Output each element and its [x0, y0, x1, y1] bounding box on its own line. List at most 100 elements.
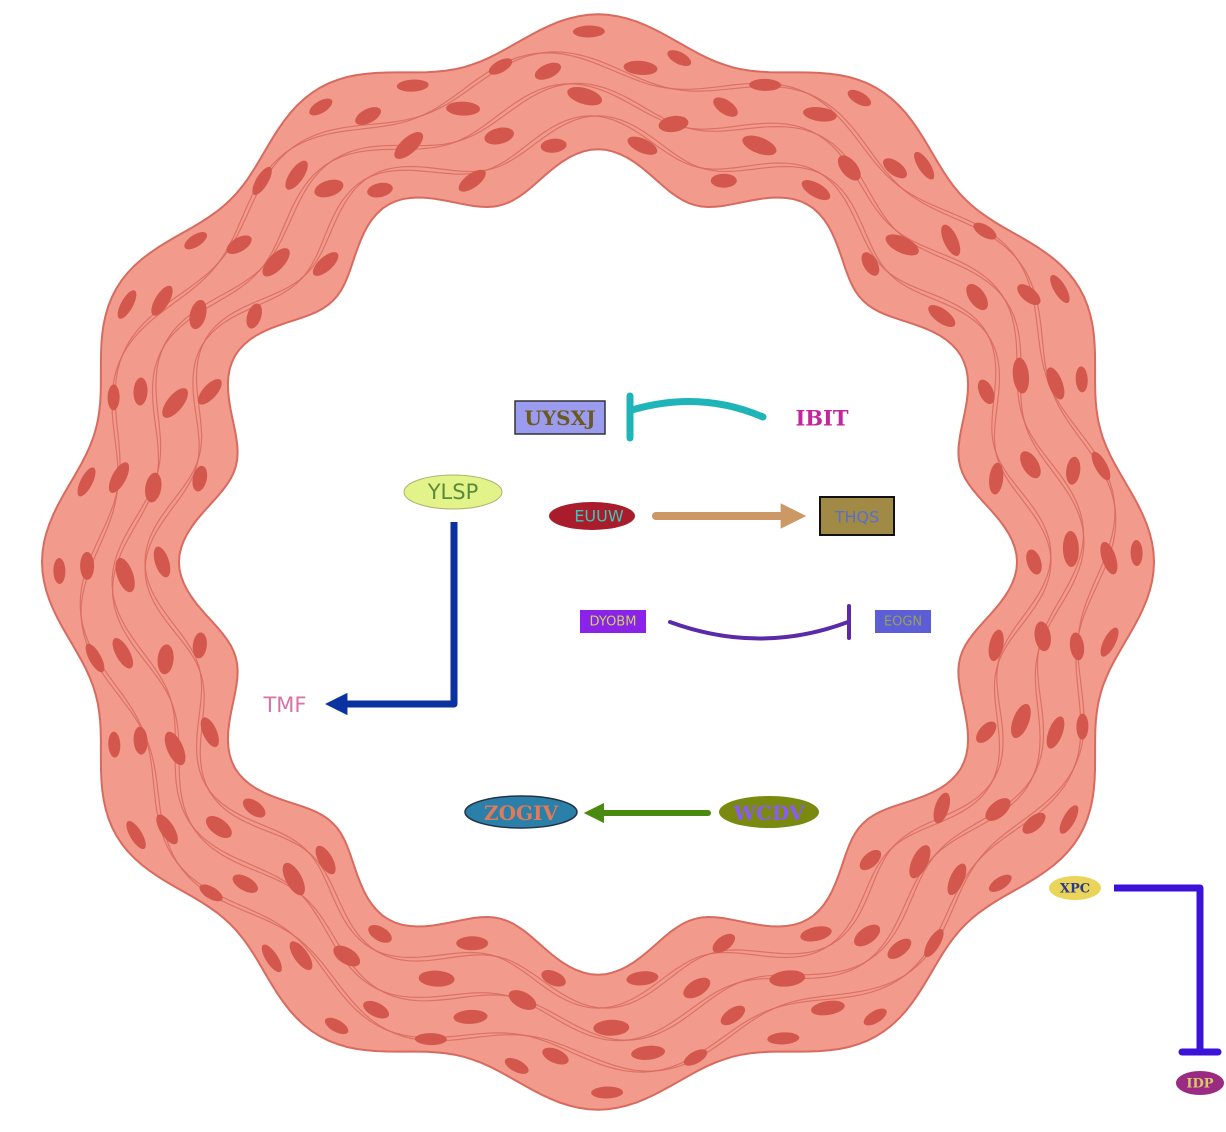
cell-nucleus: [1020, 451, 1041, 479]
cell-nucleus: [1046, 716, 1065, 749]
cell-nucleus: [484, 127, 514, 145]
cell-nucleus: [837, 155, 861, 181]
cell-nucleus: [333, 945, 361, 967]
cell-nucleus: [1011, 703, 1031, 739]
node-ellipse: [403, 474, 503, 510]
cell-nucleus: [887, 938, 912, 959]
node-dyobm: DYOBM: [580, 610, 646, 633]
cell-nucleus: [396, 79, 429, 92]
cell-nucleus: [924, 929, 944, 958]
cell-nucleus: [153, 546, 171, 578]
cell-nucleus: [914, 151, 935, 180]
cell-nucleus: [394, 132, 424, 159]
cell-nucleus: [261, 944, 282, 973]
cell-nucleus: [977, 379, 995, 405]
cell-nucleus: [197, 379, 222, 405]
cell-nucleus: [282, 862, 305, 896]
cell-nucleus: [418, 970, 455, 987]
node-ellipse: [1049, 876, 1101, 900]
cell-nucleus: [933, 792, 951, 824]
cell-nucleus: [85, 643, 105, 673]
cell-nucleus: [1026, 549, 1042, 575]
edge-ibit-uysxj: [626, 392, 767, 442]
cell-nucleus: [363, 1000, 390, 1019]
cell-nucleus: [156, 814, 178, 845]
cell-nucleus: [1100, 541, 1118, 575]
node-ellipse: [1176, 1071, 1224, 1095]
node-label: IDP: [1186, 1077, 1213, 1092]
cell-nucleus: [199, 884, 223, 902]
cell-nucleus: [567, 86, 603, 106]
cell-nucleus: [859, 849, 882, 871]
cell-nucleus: [133, 377, 148, 406]
cell-nucleus: [593, 1019, 630, 1036]
cell-nucleus: [1075, 366, 1088, 393]
node-thqs: THQS: [819, 496, 895, 536]
node-label: IBIT: [795, 406, 848, 431]
cell-nucleus: [145, 472, 162, 503]
cell-nucleus: [623, 60, 658, 76]
cell-nucleus: [883, 158, 907, 179]
cell-nucleus: [909, 845, 931, 879]
cell-nucleus: [117, 290, 137, 319]
cell-nucleus: [591, 1086, 624, 1099]
node-zogiv: ZOGIV: [464, 795, 578, 829]
node-box: [580, 610, 646, 633]
cell-nucleus: [133, 726, 148, 755]
cell-nucleus: [488, 58, 513, 75]
cell-nucleus: [315, 845, 336, 875]
cell-nucleus: [988, 629, 1004, 662]
cell-nucleus: [720, 1005, 746, 1026]
cell-nucleus: [572, 25, 605, 38]
cell-nucleus: [976, 721, 997, 743]
cell-nucleus: [252, 166, 272, 195]
cell-nucleus: [205, 815, 232, 839]
cell-nucleus: [164, 731, 186, 766]
cell-nucleus: [658, 115, 689, 133]
node-label: EOGN: [884, 615, 922, 630]
cell-nucleus: [285, 160, 308, 190]
node-euuw: EUUW: [549, 502, 635, 530]
node-label: YLSP: [427, 480, 479, 504]
cell-nucleus: [626, 971, 659, 986]
cell-nucleus: [1046, 367, 1065, 400]
node-box: [875, 610, 931, 633]
edge-dyobm-eogn: [668, 604, 851, 641]
cell-nucleus: [847, 89, 872, 107]
cell-nucleus: [192, 465, 208, 492]
inhibition-line: [668, 620, 850, 641]
cell-nucleus: [151, 285, 173, 316]
cell-nucleus: [1066, 456, 1081, 485]
cell-nucleus: [1022, 812, 1046, 834]
cell-nucleus: [966, 283, 988, 311]
cell-nucleus: [162, 388, 189, 418]
edge-ylsp-tmf: [325, 522, 458, 716]
cell-nucleus: [985, 798, 1011, 821]
cell-nucleus: [1059, 805, 1079, 834]
node-ellipse: [719, 796, 819, 828]
node-ibit: IBIT: [795, 406, 848, 431]
cell-nucleus: [885, 234, 919, 256]
node-label: TMF: [262, 693, 306, 717]
cell-nucleus: [710, 173, 737, 188]
cell-nucleus: [312, 252, 339, 276]
cell-nucleus: [854, 924, 881, 947]
inhibition-line: [628, 397, 767, 421]
cell-nucleus: [368, 925, 392, 943]
cell-nucleus: [309, 98, 333, 116]
cell-nucleus: [200, 717, 219, 748]
cell-nucleus: [801, 180, 831, 201]
node-ellipse: [549, 502, 635, 530]
node-label: DYOBM: [590, 615, 637, 630]
cell-nucleus: [989, 462, 1004, 495]
cell-nucleus: [367, 182, 393, 198]
cell-nucleus: [1017, 284, 1041, 306]
cell-nucleus: [988, 874, 1012, 892]
cell-nucleus: [508, 990, 537, 1010]
cell-nucleus: [861, 252, 880, 276]
cell-nucleus: [314, 179, 344, 198]
cell-nucleus: [504, 1057, 529, 1074]
cell-nucleus: [53, 558, 66, 584]
